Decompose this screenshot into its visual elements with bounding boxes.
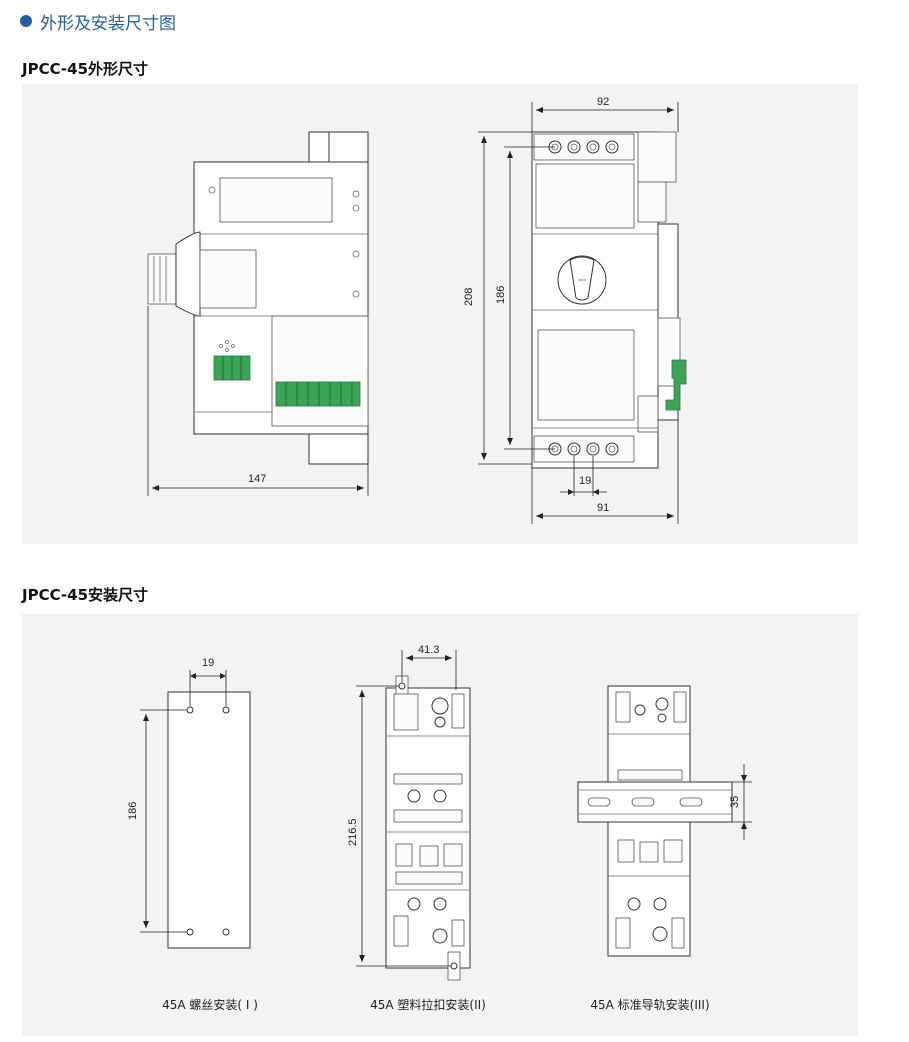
clip-mount: 41.3 216.5 [347,644,471,981]
dim-side-width: 147 [248,473,266,485]
outline-panel: 147 [22,84,858,544]
clip-dim-width: 41.3 [418,644,439,656]
rail-mount: 35 [577,685,752,957]
dim-inner-height: 186 [495,286,507,304]
bullet-icon [20,15,32,27]
dim-front-top: 92 [597,96,609,108]
mounting-drawing: 19 186 [127,644,752,981]
clip-caption: 45A 塑料拉扣安装(II) [370,998,486,1012]
rail-caption: 45A 标准导轨安装(III) [590,998,710,1012]
mounting-panel: 19 186 [22,614,858,1036]
dim-total-height: 208 [463,288,475,306]
section-title: 外形及安装尺寸图 [20,10,176,34]
outline-drawing: 147 [147,96,687,524]
clip-dim-height: 216.5 [347,818,359,846]
dim-front-bottom: 91 [597,502,609,514]
screw-dim-width: 19 [202,657,214,669]
screw-caption: 45A 螺丝安装( I ) [162,998,258,1012]
rail-dim-height: 35 [729,796,741,808]
outline-title: JPCC-45外形尺寸 [22,60,149,78]
side-view: 147 [147,131,369,496]
screw-mount: 19 186 [127,657,251,949]
front-view: 92 208 186 19 91 [463,96,687,524]
screw-dim-height: 186 [127,802,139,820]
section-title-text: 外形及安装尺寸图 [40,13,176,34]
mounting-title: JPCC-45安装尺寸 [22,586,149,604]
dim-terminal-pitch: 19 [579,475,591,487]
